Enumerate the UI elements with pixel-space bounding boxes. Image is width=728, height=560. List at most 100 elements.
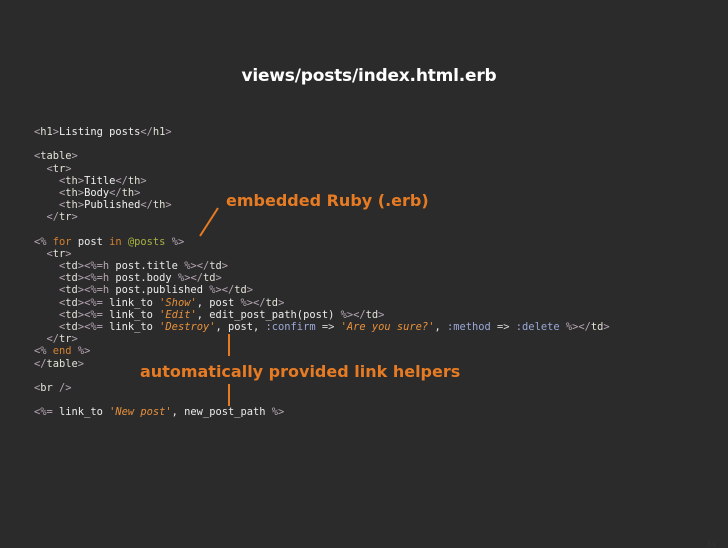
code-token xyxy=(34,248,47,260)
code-token: %> xyxy=(340,308,354,321)
callout-embedded-ruby: embedded Ruby (.erb) xyxy=(226,191,429,210)
code-token: Published xyxy=(84,199,141,212)
callout-link-helpers: automatically provided link helpers xyxy=(140,362,461,381)
code-token: %> xyxy=(184,260,197,273)
code-token: > xyxy=(71,150,78,163)
code-token: </ xyxy=(190,272,203,285)
code-token: link_to xyxy=(102,321,160,333)
code-line: <tr> xyxy=(34,163,610,175)
code-token: > xyxy=(165,199,172,212)
code-token: > xyxy=(77,199,85,212)
code-token xyxy=(34,309,59,321)
code-token: </ xyxy=(46,333,60,346)
code-token: td xyxy=(65,260,78,273)
code-token xyxy=(34,163,47,175)
code-token: > xyxy=(65,247,72,260)
code-token: tr xyxy=(52,247,66,260)
code-token: > xyxy=(165,126,172,138)
code-token: < xyxy=(34,150,41,163)
slide-title: views/posts/index.html.erb xyxy=(241,66,497,86)
code-token: %> xyxy=(77,345,91,358)
code-token: 'Show' xyxy=(159,296,197,309)
code-line: </tr> xyxy=(34,211,610,223)
code-token: Listing posts xyxy=(59,126,141,138)
code-line xyxy=(34,138,610,150)
code-token: %> xyxy=(209,284,222,297)
code-line: </tr> xyxy=(34,333,610,345)
code-token: <%=h xyxy=(84,260,110,273)
code-token: <% xyxy=(34,235,47,248)
code-token: link_to xyxy=(102,296,160,309)
code-line: <%= link_to 'New post', new_post_path %> xyxy=(34,406,610,418)
code-token: < xyxy=(59,308,66,321)
code-token: </ xyxy=(34,357,47,370)
code-token: h1 xyxy=(40,126,53,138)
code-token: end xyxy=(52,345,72,358)
code-token xyxy=(34,260,59,272)
code-token xyxy=(34,321,59,333)
code-token: > xyxy=(140,174,147,187)
code-token: :method xyxy=(446,321,491,333)
code-token: > xyxy=(378,308,385,321)
code-token: </ xyxy=(221,284,235,297)
code-token: td xyxy=(365,308,379,321)
code-token: link_to xyxy=(102,308,160,321)
code-token: , post, xyxy=(215,321,266,333)
code-token xyxy=(34,175,59,187)
code-line: <td><%=h post.published %></td> xyxy=(34,284,610,296)
code-token: < xyxy=(59,272,66,285)
code-token: td xyxy=(590,321,604,333)
code-token: <%= xyxy=(84,308,103,321)
code-token: %> xyxy=(177,272,191,285)
code-token: > xyxy=(77,284,85,297)
code-token: </ xyxy=(109,186,122,199)
code-token: table xyxy=(40,150,72,163)
code-token: th xyxy=(127,174,141,187)
code-token xyxy=(34,284,59,296)
code-token: td xyxy=(65,272,78,285)
code-token: <%= xyxy=(84,321,103,333)
code-token: > xyxy=(77,272,85,285)
code-token: > xyxy=(77,260,85,273)
code-token: > xyxy=(246,284,254,297)
code-token: </ xyxy=(253,296,266,309)
code-line: <td><%= link_to 'Show', post %></td> xyxy=(34,297,610,309)
code-token: < xyxy=(59,186,66,199)
code-block: <h1>Listing posts</h1><table> <tr> <th>T… xyxy=(34,126,610,419)
code-line xyxy=(34,394,610,406)
code-token: tr xyxy=(52,162,66,175)
code-line: <tr> xyxy=(34,248,610,260)
code-line: <th>Published</th> xyxy=(34,199,610,211)
code-token: < xyxy=(59,174,66,187)
code-token: 'Are you sure?' xyxy=(340,321,435,333)
code-token: < xyxy=(46,162,53,175)
code-token: </ xyxy=(115,174,128,187)
code-token: > xyxy=(221,260,228,273)
code-token: => xyxy=(490,321,516,333)
code-token: > xyxy=(71,211,78,224)
code-token: post xyxy=(71,235,110,248)
code-token: , xyxy=(434,321,447,333)
code-line: </table> xyxy=(34,358,610,370)
code-token: </ xyxy=(140,126,153,138)
page-number: 34 xyxy=(705,540,716,549)
code-line xyxy=(34,224,610,236)
code-token: > xyxy=(77,174,85,187)
code-token: post.published xyxy=(109,284,210,297)
code-token: td xyxy=(65,296,78,309)
code-token: th xyxy=(121,186,135,199)
code-token: td xyxy=(209,260,222,273)
code-token: %> xyxy=(565,321,579,333)
code-token: > xyxy=(77,308,85,321)
code-token: in xyxy=(109,235,122,248)
code-token: > xyxy=(77,186,85,199)
code-line: <td><%=h post.title %></td> xyxy=(34,260,610,272)
code-line: <td><%= link_to 'Edit', edit_post_path(p… xyxy=(34,309,610,321)
code-line: <br /> xyxy=(34,382,610,394)
code-token: th xyxy=(65,174,78,187)
code-token: > xyxy=(134,186,141,199)
code-token: > xyxy=(65,162,72,175)
code-token: h1 xyxy=(152,126,166,138)
code-token: Body xyxy=(84,186,110,199)
code-token: 'Destroy' xyxy=(159,321,216,333)
